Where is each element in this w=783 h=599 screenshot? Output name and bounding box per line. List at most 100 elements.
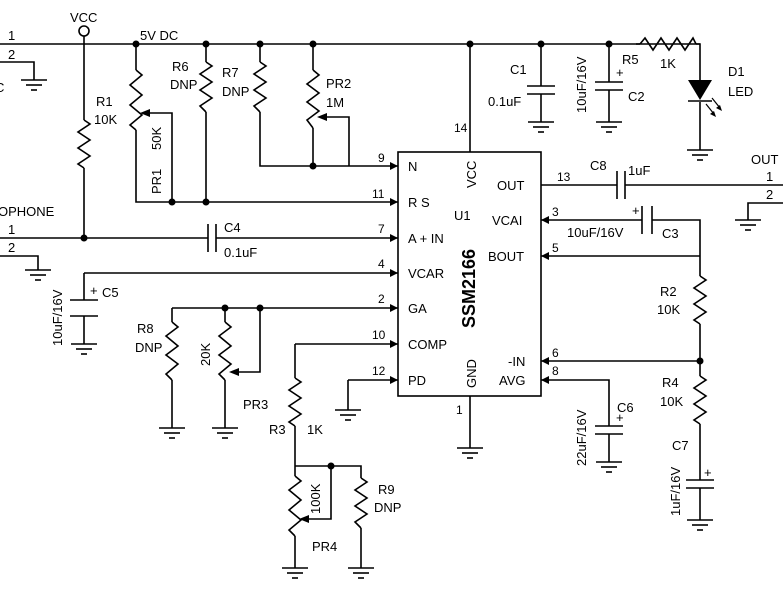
c6-ref: C6 (617, 400, 634, 415)
wiper-arrows (140, 109, 327, 523)
pr2-symbol (305, 69, 321, 129)
c4-value: 0.1uF (224, 245, 257, 260)
c2-ref: C2 (628, 89, 645, 104)
pin-arrows (390, 162, 549, 384)
power-partial-label: C (0, 80, 4, 95)
r2-symbol (692, 275, 708, 325)
r5-value: 1K (660, 56, 676, 71)
pr2-value: 1M (326, 95, 344, 110)
r2-ref: R2 (660, 284, 677, 299)
pin-name-vcai: VCAI (492, 213, 522, 228)
pin-num-vcai: 3 (552, 205, 559, 219)
resistors (76, 36, 708, 537)
out-label: OUT (751, 152, 779, 167)
pr4-value: 100K (308, 483, 323, 514)
d1-ref: D1 (728, 64, 745, 79)
c3-ref: C3 (662, 226, 679, 241)
pin-num-rs: 11 (372, 187, 385, 201)
junctions (80, 40, 704, 470)
c6-value: 22uF/16V (574, 409, 589, 466)
r3-ref: R3 (269, 422, 286, 437)
pin-num-ain: 7 (378, 222, 385, 236)
pr1-value: 50K (149, 127, 164, 150)
c6-plus: + (616, 410, 624, 425)
pin-name-in-neg: -IN (508, 354, 525, 369)
r1-value: 10K (94, 112, 117, 127)
r7-ref: R7 (222, 65, 239, 80)
pin-num-gnd: 1 (456, 403, 463, 417)
led-d1-symbol (688, 80, 722, 117)
pr1-ref: PR1 (149, 169, 164, 194)
ic-ref: U1 (454, 208, 471, 223)
ic-part: SSM2166 (459, 249, 479, 328)
r3-symbol (287, 377, 303, 427)
pr2-ref: PR2 (326, 76, 351, 91)
pin-name-vcc: VCC (464, 161, 479, 188)
r5-symbol (639, 36, 697, 52)
r8-value: DNP (135, 340, 162, 355)
c7-ref: C7 (672, 438, 689, 453)
r7-value: DNP (222, 84, 249, 99)
r1-symbol (76, 119, 92, 169)
pin-name-pd: PD (408, 373, 426, 388)
supply-label: 5V DC (140, 28, 178, 43)
pin-name-vcar: VCAR (408, 266, 444, 281)
pin-name-bout: BOUT (488, 249, 524, 264)
c7-value: 1uF/16V (668, 467, 683, 516)
c4-ref: C4 (224, 220, 241, 235)
pr3-ref: PR3 (243, 397, 268, 412)
pr1-symbol (128, 69, 144, 131)
pin-name-gnd: GND (464, 359, 479, 388)
pr3-symbol (217, 321, 233, 381)
r9-value: DNP (374, 500, 401, 515)
r6-value: DNP (170, 77, 197, 92)
c2-value: 10uF/16V (574, 56, 589, 113)
c1-ref: C1 (510, 62, 527, 77)
pin-num-in-neg: 6 (552, 346, 559, 360)
c5-ref: C5 (102, 285, 119, 300)
r2-value: 10K (657, 302, 680, 317)
pin-num-avg: 8 (552, 364, 559, 378)
r8-ref: R8 (137, 321, 154, 336)
pin-num-vcar: 4 (378, 257, 385, 271)
capacitors (70, 81, 714, 489)
mic-pin1: 1 (8, 222, 15, 237)
r6-symbol (198, 61, 214, 113)
pin-num-bout: 5 (552, 241, 559, 255)
mic-label: OPHONE (0, 204, 55, 219)
pin-num-n: 9 (378, 151, 385, 165)
mic-pin2: 2 (8, 240, 15, 255)
c5-value: 10uF/16V (50, 289, 65, 346)
pin-name-rs: R S (408, 195, 430, 210)
pin-num-vcc: 14 (454, 121, 468, 135)
r7-symbol (252, 61, 268, 113)
c3-value: 10uF/16V (567, 225, 624, 240)
r9-symbol (353, 477, 369, 529)
r4-ref: R4 (662, 375, 679, 390)
pin-num-ga: 2 (378, 292, 385, 306)
labels: VCC 5V DC 1 2 C OPHONE 1 2 OUT 1 2 R1 10… (0, 10, 779, 554)
c3-plus: + (632, 203, 640, 218)
power-pin1: 1 (8, 28, 15, 43)
pr3-value: 20K (198, 343, 213, 366)
pin-num-comp: 10 (372, 328, 386, 342)
c7-plus: + (704, 465, 712, 480)
pin-num-out: 13 (557, 170, 571, 184)
out-pin2: 2 (766, 187, 773, 202)
wires (0, 36, 783, 568)
r4-symbol (692, 375, 708, 425)
r3-value: 1K (307, 422, 323, 437)
c1-value: 0.1uF (488, 94, 521, 109)
pr4-ref: PR4 (312, 539, 337, 554)
vcc-terminal (78, 25, 90, 37)
pin-name-n: N (408, 159, 417, 174)
pr4-symbol (287, 475, 303, 537)
power-pin2: 2 (8, 47, 15, 62)
r6-ref: R6 (172, 59, 189, 74)
pin-name-avg: AVG (499, 373, 526, 388)
r5-ref: R5 (622, 52, 639, 67)
r4-value: 10K (660, 394, 683, 409)
c5-plus: + (90, 283, 98, 298)
pin-name-comp: COMP (408, 337, 447, 352)
